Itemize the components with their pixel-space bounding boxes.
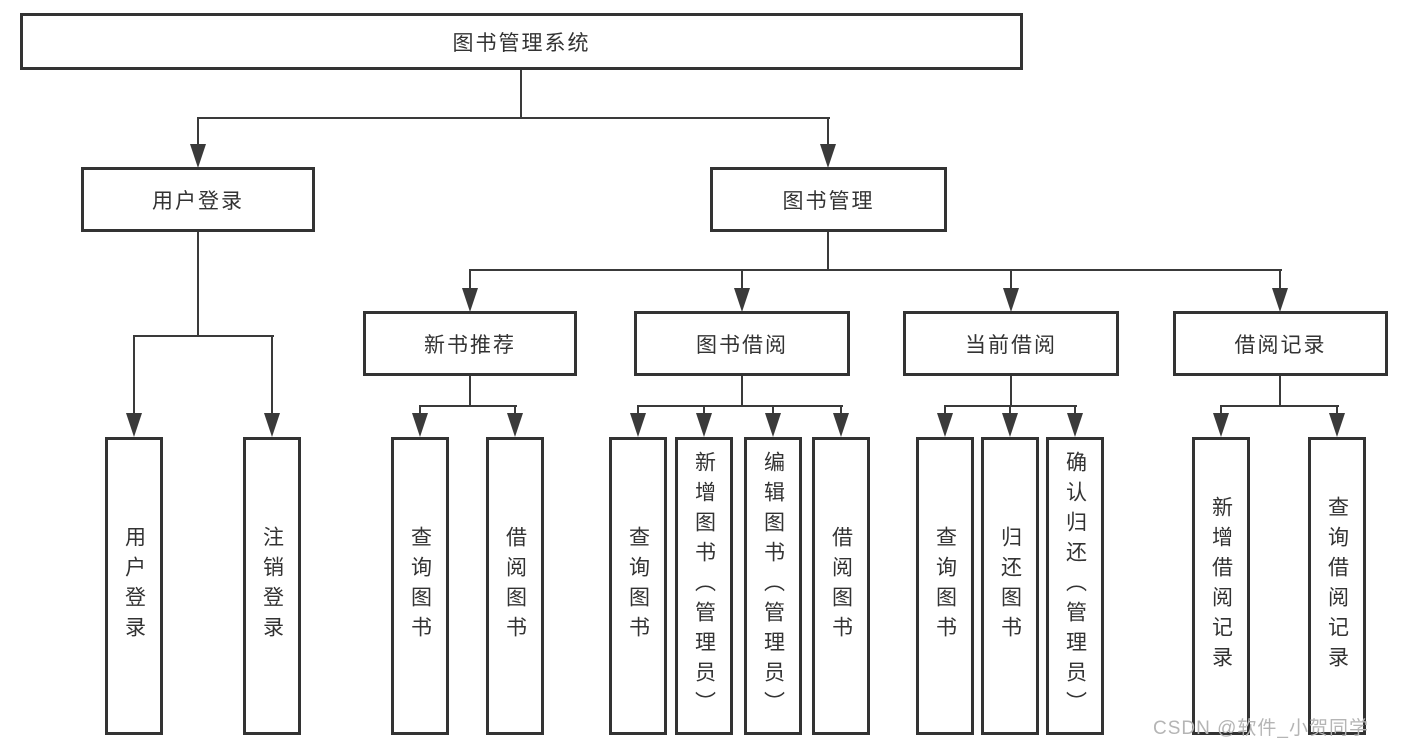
connector-line <box>944 405 946 417</box>
connector-line <box>197 117 830 119</box>
leaf-add-book-admin: 新增图书（管理员） <box>675 437 733 735</box>
node-label: 借阅图书 <box>829 526 853 646</box>
arrowhead-down-icon <box>1213 413 1229 437</box>
connector-line <box>1010 376 1012 407</box>
connector-line <box>1009 405 1011 417</box>
arrowhead-down-icon <box>190 144 206 168</box>
connector-line <box>741 269 743 291</box>
connector-line <box>469 269 471 291</box>
leaf-edit-book-admin: 编辑图书（管理员） <box>744 437 802 735</box>
arrowhead-down-icon <box>820 144 836 168</box>
arrowhead-down-icon <box>630 413 646 437</box>
leaf-logout: 注销登录 <box>243 437 301 735</box>
leaf-user-login: 用户登录 <box>105 437 163 735</box>
connector-line <box>197 232 199 337</box>
connector-line <box>133 335 135 415</box>
leaf-query-books-borrow: 查询图书 <box>609 437 667 735</box>
leaf-add-borrow-record: 新增借阅记录 <box>1192 437 1250 735</box>
arrowhead-down-icon <box>765 413 781 437</box>
node-label: 新书推荐 <box>424 333 516 357</box>
connector-line <box>197 117 199 150</box>
node-label: 查询借阅记录 <box>1325 496 1349 676</box>
connector-line <box>741 376 743 407</box>
arrowhead-down-icon <box>462 288 478 312</box>
node-label: 新增图书（管理员） <box>692 451 716 721</box>
node-label: 当前借阅 <box>965 333 1057 357</box>
leaf-borrow-books-recommend: 借阅图书 <box>486 437 544 735</box>
connector-line <box>1010 269 1012 291</box>
node-new-book-recommend: 新书推荐 <box>363 311 577 376</box>
connector-line <box>772 405 774 417</box>
node-book-management: 图书管理 <box>710 167 947 232</box>
arrowhead-down-icon <box>1002 413 1018 437</box>
arrowhead-down-icon <box>833 413 849 437</box>
arrowhead-down-icon <box>412 413 428 437</box>
node-label: 图书借阅 <box>696 333 788 357</box>
node-label: 用户登录 <box>152 189 244 213</box>
node-user-login: 用户登录 <box>81 167 315 232</box>
arrowhead-down-icon <box>1329 413 1345 437</box>
node-label: 编辑图书（管理员） <box>761 451 785 721</box>
leaf-borrow-books: 借阅图书 <box>812 437 870 735</box>
node-borrow-records: 借阅记录 <box>1173 311 1388 376</box>
leaf-query-books-recommend: 查询图书 <box>391 437 449 735</box>
watermark: CSDN @软件_小贺同学 <box>1153 718 1369 739</box>
connector-line <box>1279 269 1281 291</box>
connector-line <box>419 405 517 407</box>
arrowhead-down-icon <box>264 413 280 437</box>
arrowhead-down-icon <box>507 413 523 437</box>
connector-line <box>419 405 421 417</box>
node-library-system: 图书管理系统 <box>20 13 1023 70</box>
connector-line <box>637 405 843 407</box>
arrowhead-down-icon <box>1272 288 1288 312</box>
node-current-borrow: 当前借阅 <box>903 311 1119 376</box>
connector-line <box>1220 405 1222 417</box>
leaf-query-books-current: 查询图书 <box>916 437 974 735</box>
connector-line <box>520 70 522 118</box>
connector-line <box>469 376 471 407</box>
leaf-return-book: 归还图书 <box>981 437 1039 735</box>
connector-line <box>637 405 639 417</box>
node-label: 借阅图书 <box>503 526 527 646</box>
connector-line <box>1336 405 1338 417</box>
node-label: 新增借阅记录 <box>1209 496 1233 676</box>
arrowhead-down-icon <box>126 413 142 437</box>
connector-line <box>133 335 274 337</box>
connector-line <box>469 269 1282 271</box>
connector-line <box>1074 405 1076 417</box>
connector-line <box>1220 405 1339 407</box>
connector-line <box>514 405 516 417</box>
connector-line <box>827 232 829 271</box>
connector-line <box>703 405 705 417</box>
node-label: 图书管理 <box>782 189 875 213</box>
connector-line <box>840 405 842 417</box>
connector-line <box>1279 376 1281 407</box>
node-label: 确认归还（管理员） <box>1063 451 1087 721</box>
leaf-query-borrow-record: 查询借阅记录 <box>1308 437 1366 735</box>
node-label: 图书管理系统 <box>452 31 591 55</box>
node-label: 查询图书 <box>408 526 432 646</box>
node-book-borrow: 图书借阅 <box>634 311 850 376</box>
arrowhead-down-icon <box>696 413 712 437</box>
node-label: 查询图书 <box>933 526 957 646</box>
leaf-confirm-return-admin: 确认归还（管理员） <box>1046 437 1104 735</box>
connector-line <box>827 117 829 150</box>
arrowhead-down-icon <box>1003 288 1019 312</box>
node-label: 查询图书 <box>626 526 650 646</box>
arrowhead-down-icon <box>1067 413 1083 437</box>
node-label: 用户登录 <box>122 526 146 646</box>
arrowhead-down-icon <box>734 288 750 312</box>
node-label: 归还图书 <box>998 526 1022 646</box>
node-label: 借阅记录 <box>1234 333 1327 357</box>
node-label: 注销登录 <box>260 526 284 646</box>
connector-line <box>271 335 273 415</box>
arrowhead-down-icon <box>937 413 953 437</box>
